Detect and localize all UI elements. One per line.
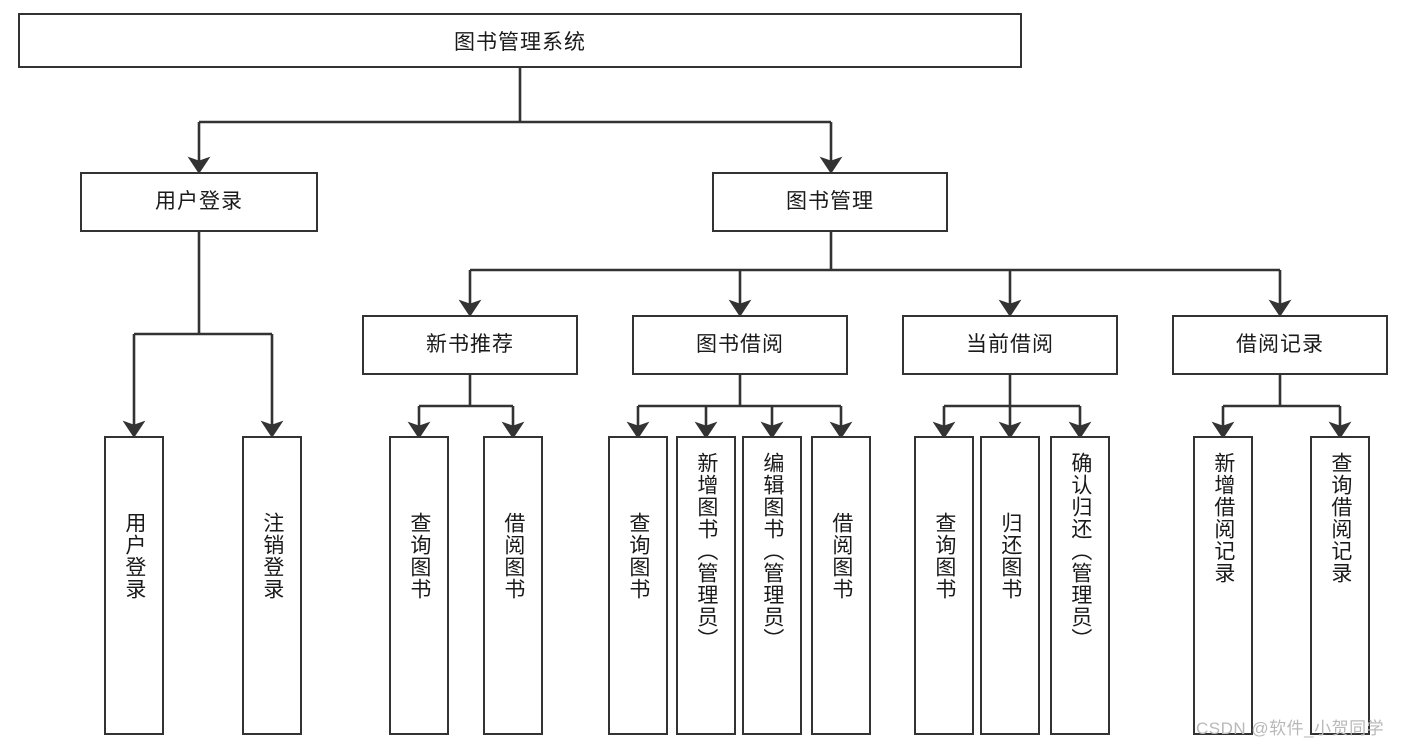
leaf-label: 借阅图书: [829, 512, 853, 600]
leaf-label: 确认归还（管理员）: [1068, 452, 1092, 650]
leaf-borrow-book[interactable]: 借阅图书: [811, 436, 871, 735]
node-label: 图书借阅: [696, 333, 784, 357]
leaf-return-book[interactable]: 归还图书: [980, 436, 1040, 735]
leaf-query-book-current[interactable]: 查询图书: [914, 436, 974, 735]
node-book-borrow[interactable]: 图书借阅: [632, 315, 848, 375]
node-label: 图书管理: [786, 190, 874, 214]
leaf-query-borrow-record[interactable]: 查询借阅记录: [1310, 436, 1370, 735]
node-root-system[interactable]: 图书管理系统: [18, 13, 1022, 68]
leaf-add-borrow-record[interactable]: 新增借阅记录: [1193, 436, 1253, 735]
node-current-borrow[interactable]: 当前借阅: [902, 315, 1118, 375]
leaf-label: 查询图书: [626, 512, 650, 600]
leaf-logout[interactable]: 注销登录: [242, 436, 302, 735]
leaf-label: 编辑图书（管理员）: [760, 452, 784, 650]
leaf-query-book-borrow[interactable]: 查询图书: [608, 436, 668, 735]
leaf-label: 借阅图书: [501, 512, 525, 600]
node-label: 用户登录: [155, 190, 243, 214]
leaf-label: 查询图书: [407, 512, 431, 600]
node-label: 图书管理系统: [454, 30, 586, 54]
leaf-add-book-admin[interactable]: 新增图书（管理员）: [676, 436, 736, 735]
node-label: 当前借阅: [966, 333, 1054, 357]
leaf-query-book-newbook[interactable]: 查询图书: [389, 436, 449, 735]
leaf-label: 查询借阅记录: [1328, 452, 1352, 584]
node-book-management[interactable]: 图书管理: [712, 172, 948, 232]
leaf-confirm-return-admin[interactable]: 确认归还（管理员）: [1050, 436, 1110, 735]
leaf-borrow-book-newbook[interactable]: 借阅图书: [483, 436, 543, 735]
leaf-label: 新增借阅记录: [1211, 452, 1235, 584]
leaf-label: 查询图书: [932, 512, 956, 600]
node-user-login[interactable]: 用户登录: [80, 172, 318, 232]
leaf-edit-book-admin[interactable]: 编辑图书（管理员）: [742, 436, 802, 735]
node-label: 借阅记录: [1236, 333, 1324, 357]
node-label: 新书推荐: [426, 333, 514, 357]
leaf-user-login[interactable]: 用户登录: [104, 436, 164, 735]
leaf-label: 用户登录: [122, 512, 146, 600]
watermark: CSDN @软件_小贺同学: [1196, 719, 1385, 738]
leaf-label: 归还图书: [998, 512, 1022, 600]
leaf-label: 注销登录: [260, 512, 284, 600]
leaf-label: 新增图书（管理员）: [694, 452, 718, 650]
node-borrow-record[interactable]: 借阅记录: [1172, 315, 1388, 375]
node-new-book-recommend[interactable]: 新书推荐: [362, 315, 578, 375]
